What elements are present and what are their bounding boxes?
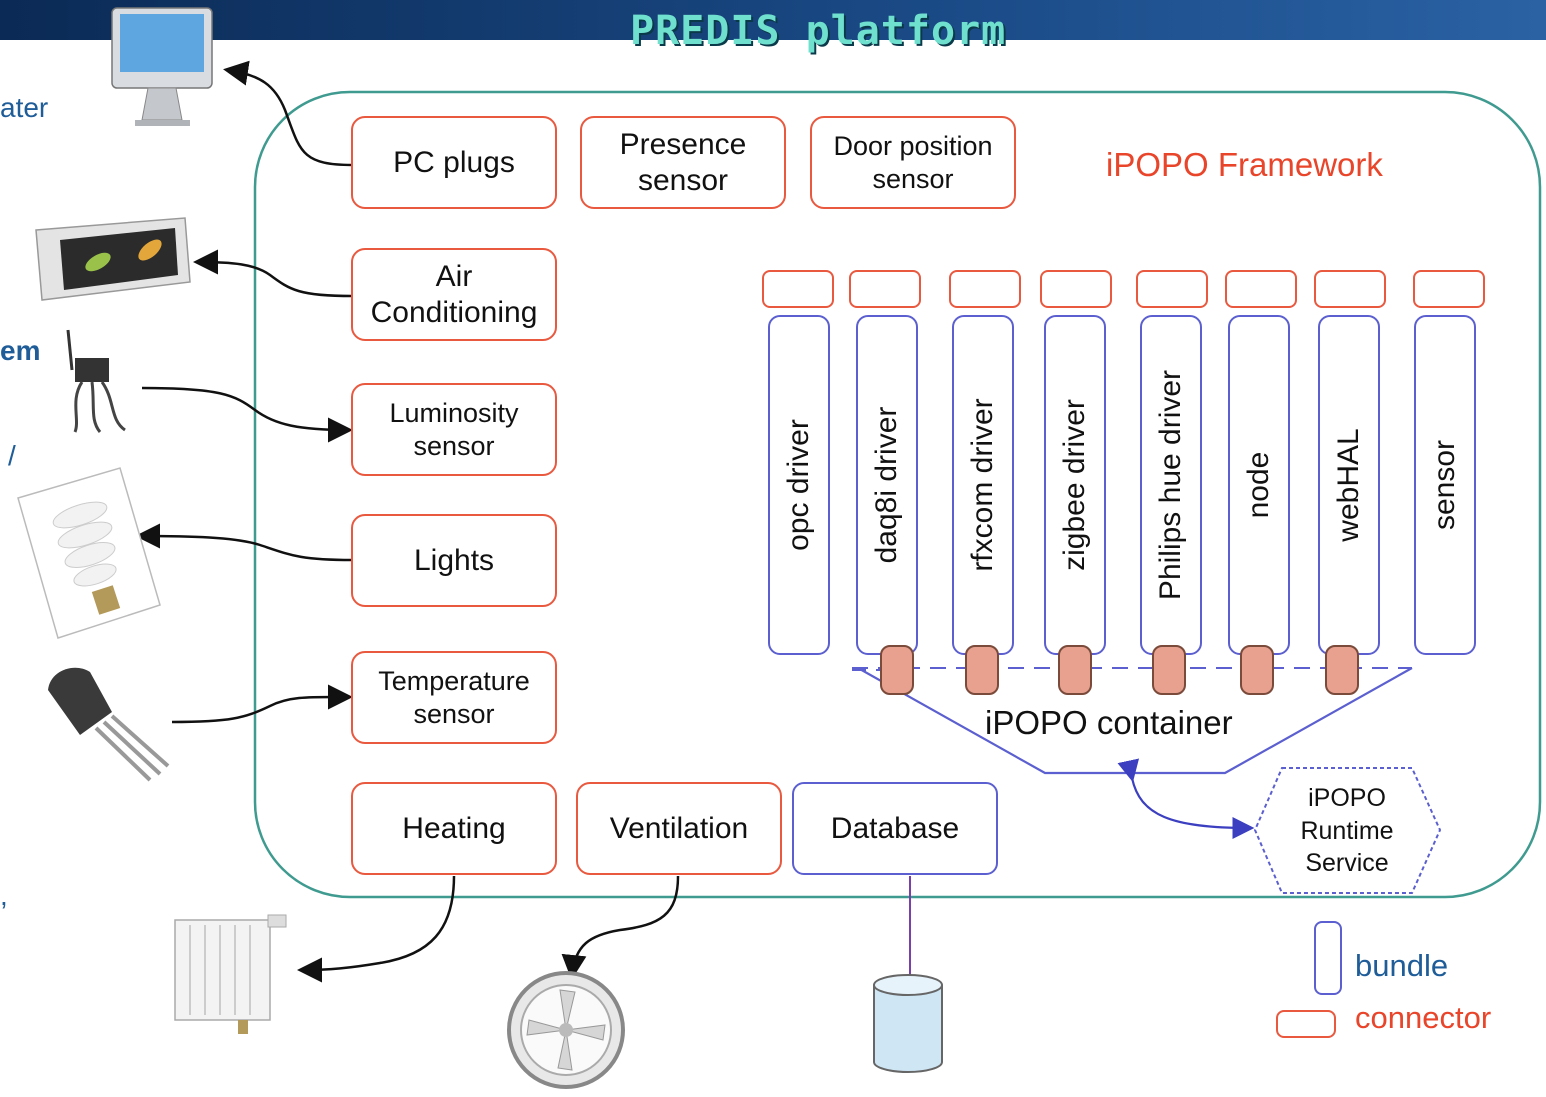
bundle-label: Philips hue driver <box>1154 369 1187 601</box>
mini-connector[interactable] <box>1040 270 1112 308</box>
computer-monitor-icon <box>111 7 213 126</box>
arrow-ventilation-to-fan <box>561 875 680 980</box>
arrow-ac-to-unit <box>193 249 353 298</box>
connector-label: Heating <box>402 811 506 845</box>
legend-bundle-swatch <box>1314 921 1342 995</box>
side-text-2: em <box>0 335 41 366</box>
connector-pc-plugs[interactable]: PC plugs <box>351 116 557 209</box>
mini-connector[interactable] <box>1314 270 1386 308</box>
component-icon <box>880 645 914 695</box>
connector-heating[interactable]: Heating <box>351 782 557 875</box>
connector-label: Presence sensor <box>619 127 747 197</box>
connector-lights[interactable]: Lights <box>351 514 557 607</box>
arrow-container-runtime <box>1117 758 1255 839</box>
bundle-label: opc driver <box>782 419 815 551</box>
mini-connector[interactable] <box>1136 270 1208 308</box>
connector-label: Ventilation <box>609 811 749 845</box>
bundle-node[interactable]: node <box>1228 315 1290 655</box>
ipopo-framework-label: iPOPO Framework <box>1106 146 1383 183</box>
mini-connector[interactable] <box>762 270 834 308</box>
component-icon <box>1058 645 1092 695</box>
connector-door-position-sensor[interactable]: Door position sensor <box>810 116 1016 209</box>
bundle-sensor[interactable]: sensor <box>1414 315 1476 655</box>
connector-label: PC plugs <box>393 145 515 179</box>
ipopo-runtime-service[interactable]: iPOPO Runtime Service <box>1262 776 1432 886</box>
bundle-database[interactable]: Database <box>792 782 998 875</box>
bundle-label: daq8i driver <box>870 406 903 564</box>
side-text-3: / <box>8 440 16 471</box>
bundle-label: Database <box>830 811 960 845</box>
connector-label: Temperature sensor <box>378 666 530 729</box>
bundle-webhal[interactable]: webHAL <box>1318 315 1380 655</box>
page-title: PREDIS platform <box>630 8 1007 54</box>
mini-connector[interactable] <box>1225 270 1297 308</box>
connector-label: Air Conditioning <box>370 259 538 329</box>
legend-bundle-label: bundle <box>1355 948 1449 983</box>
connector-label: Lights <box>413 543 495 577</box>
arrow-heating-to-radiator <box>297 875 456 983</box>
bundle-zigbee-driver[interactable]: zigbee driver <box>1044 315 1106 655</box>
legend-connector-swatch <box>1276 1010 1336 1038</box>
bundle-label: node <box>1242 451 1275 519</box>
mini-connector[interactable] <box>1413 270 1485 308</box>
connector-ventilation[interactable]: Ventilation <box>576 782 782 875</box>
radiator-icon <box>174 914 287 1034</box>
runtime-hexagon <box>1253 767 1442 894</box>
air-conditioner-icon <box>35 217 191 301</box>
temperature-sensor-icon <box>48 667 170 782</box>
component-icon <box>1240 645 1274 695</box>
component-icon <box>965 645 999 695</box>
database-cylinder-icon <box>873 974 943 1073</box>
side-text-1: ater <box>0 92 49 123</box>
connector-label: Luminosity sensor <box>389 398 519 461</box>
arrow-lights-to-bulb <box>135 523 353 562</box>
mini-connector[interactable] <box>849 270 921 308</box>
legend-connector-label: connector <box>1355 1000 1492 1035</box>
arrow-pc-plugs-to-monitor <box>223 60 353 167</box>
connector-presence-sensor[interactable]: Presence sensor <box>580 116 786 209</box>
bundle-rfxcom-driver[interactable]: rfxcom driver <box>952 315 1014 655</box>
connector-temperature-sensor[interactable]: Temperature sensor <box>351 651 557 744</box>
arrow-temp-device-to-sensor <box>171 684 353 724</box>
connector-air-conditioning[interactable]: Air Conditioning <box>351 248 557 341</box>
connector-luminosity-sensor[interactable]: Luminosity sensor <box>351 383 557 476</box>
arrow-sensor-to-luminosity <box>141 386 353 443</box>
component-icon <box>1152 645 1186 695</box>
bundle-label: webHAL <box>1332 428 1365 542</box>
connector-label: Door position sensor <box>833 131 993 194</box>
ipopo-framework-frame <box>253 90 1542 899</box>
cfl-bulb-icon <box>17 467 161 639</box>
bundle-philips-hue-driver[interactable]: Philips hue driver <box>1140 315 1202 655</box>
luminosity-sensor-device-icon <box>66 329 126 433</box>
bundle-daq8i-driver[interactable]: daq8i driver <box>856 315 918 655</box>
bundle-label: sensor <box>1428 439 1461 531</box>
title-banner <box>0 0 1546 40</box>
ventilation-fan-icon <box>507 971 625 1089</box>
component-icon <box>1325 645 1359 695</box>
runtime-label: iPOPO Runtime Service <box>1300 784 1394 878</box>
side-text-4: , <box>0 880 8 911</box>
mini-connector[interactable] <box>949 270 1021 308</box>
bundle-opc-driver[interactable]: opc driver <box>768 315 830 655</box>
bundle-label: rfxcom driver <box>966 398 999 572</box>
ipopo-container-label: iPOPO container <box>985 704 1233 741</box>
bundle-label: zigbee driver <box>1058 399 1091 571</box>
